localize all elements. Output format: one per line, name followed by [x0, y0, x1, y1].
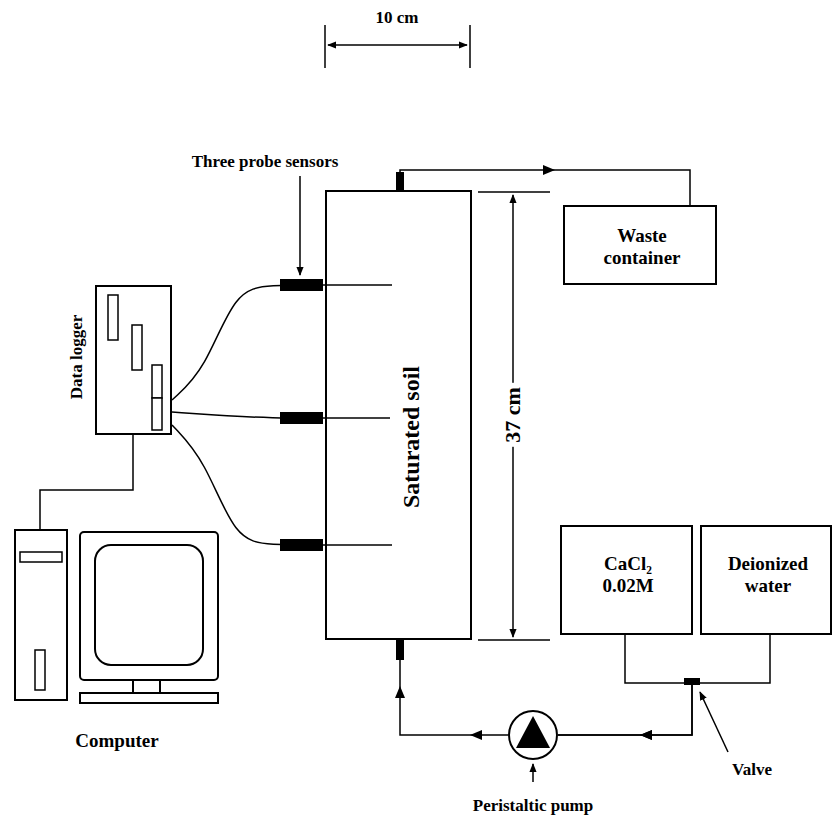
dimension-tick [469, 25, 471, 68]
leader-line [299, 176, 301, 275]
inlet-fitting [396, 640, 404, 660]
connector-group [558, 635, 770, 740]
logger-module [132, 325, 142, 370]
drive-slot [20, 552, 62, 562]
valve-symbol [684, 678, 700, 685]
arrowhead [640, 730, 652, 740]
monitor-screen [95, 545, 203, 665]
pump-symbol [508, 710, 558, 760]
dimension-label: 10 cm [376, 8, 419, 28]
callout-label: Valve [732, 760, 772, 780]
dimension-line [328, 44, 467, 46]
node-label: Computer [75, 730, 158, 752]
probe-rod [325, 284, 392, 286]
monitor-frame [80, 532, 218, 680]
tubing [400, 640, 508, 735]
arrowhead [543, 165, 555, 175]
monitor-base [80, 693, 218, 703]
outlet-fitting [396, 172, 404, 190]
power-button [35, 650, 45, 690]
probe-sensor [280, 539, 323, 551]
node-label: Waste container [577, 225, 707, 269]
pump-casing [509, 711, 557, 759]
probe-rod [325, 544, 392, 546]
tubing [400, 170, 690, 205]
arrowhead [395, 686, 405, 698]
connector-group [40, 435, 133, 530]
callout-label: Three probe sensors [192, 152, 339, 172]
node-label: Saturated soil [398, 366, 426, 508]
tubing [558, 635, 770, 735]
arrowhead [470, 730, 482, 740]
leader-line [700, 692, 728, 752]
connector-group [400, 165, 690, 205]
probe-rod [325, 417, 390, 419]
dimension-tick [478, 639, 550, 641]
connector-group [172, 285, 325, 400]
dimension-label: 37 cm [498, 383, 527, 447]
node-label: CaCl₂ 0.02M [583, 553, 673, 597]
sensor-cable [172, 425, 325, 545]
monitor-stand [133, 680, 160, 693]
probe-sensor [280, 412, 323, 424]
leader-line [532, 764, 534, 782]
dimension-tick [324, 25, 326, 68]
connector-group [558, 635, 692, 740]
connector-group [395, 640, 508, 740]
waste-container-box: Waste container [563, 205, 717, 285]
peristaltic-pump: Peristaltic pump [508, 710, 558, 760]
connector-group [172, 425, 325, 545]
tubing [558, 635, 692, 735]
computer: Computer [10, 530, 225, 755]
dimension-tick [478, 191, 550, 193]
node-label: Deionized water [713, 553, 823, 597]
logger-module [108, 295, 118, 340]
solution-tank: CaCl₂ 0.02M [560, 525, 693, 635]
logger-module [152, 365, 162, 398]
node-label: Peristaltic pump [473, 796, 593, 816]
node-label: Data logger [67, 315, 87, 400]
arrowhead [640, 730, 652, 740]
water-tank: Deionized water [700, 525, 832, 635]
tubing [40, 435, 133, 530]
logger-module [152, 398, 162, 430]
computer-tower [15, 530, 67, 700]
pump-rotor [516, 716, 550, 748]
sensor-cable [172, 285, 325, 400]
data-logger-box: Data logger [95, 285, 172, 435]
probe-sensor [280, 279, 323, 291]
soil-column: Saturated soil [325, 190, 472, 640]
